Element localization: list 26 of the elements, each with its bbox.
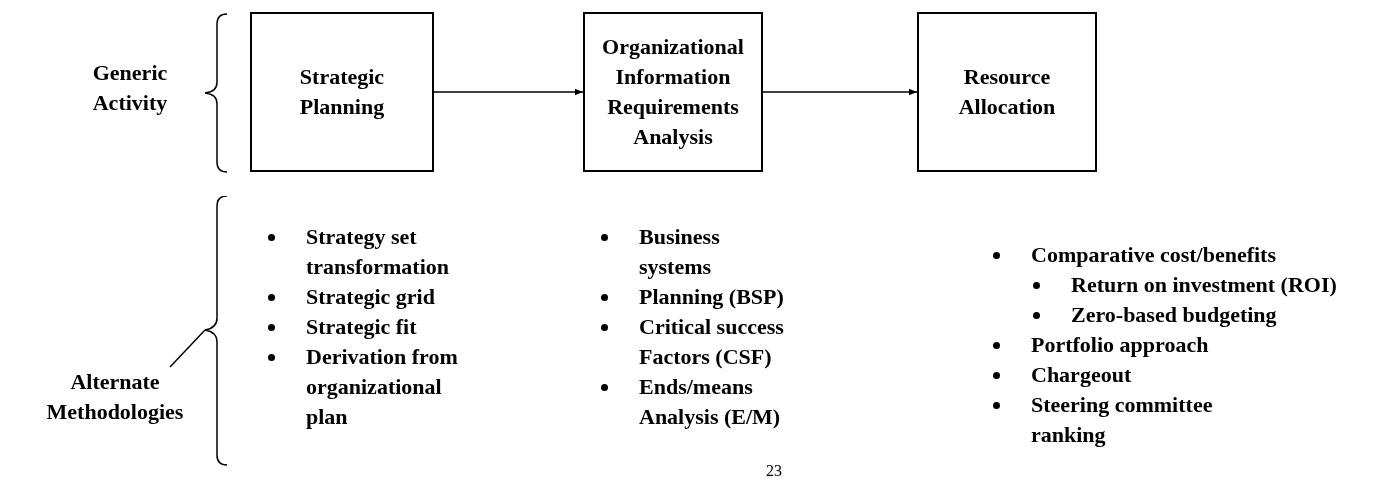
list-item: Strategy set transformation [306, 223, 450, 281]
list-item: Comparative cost/benefits [1031, 241, 1276, 269]
list-item: Business systems [639, 223, 721, 281]
list-item: Ends/means Analysis (E/M) [639, 373, 782, 431]
curly-brace [205, 196, 228, 466]
list-item: Steering committee ranking [1031, 391, 1214, 449]
list-item: Chargeout [1031, 361, 1132, 389]
list-item: Strategic grid [306, 283, 435, 311]
list-item: Return on investment (ROI) [1071, 271, 1337, 299]
arrow [762, 88, 918, 96]
list-item: Portfolio approach [1031, 331, 1209, 359]
side-heading: Generic Activity [91, 59, 169, 117]
box-title: Strategic Planning [298, 63, 386, 121]
list-item: Strategic fit [306, 313, 417, 341]
arrow [433, 88, 584, 96]
page-number: 23 [766, 462, 782, 480]
side-heading: Alternate Methodologies [45, 368, 185, 426]
process-box [583, 12, 763, 172]
process-box [917, 12, 1097, 172]
process-box [250, 12, 434, 172]
list-item: Critical success Factors (CSF) [639, 313, 785, 371]
box-title: Organizational Information Requirements Analysis [602, 33, 744, 151]
list-item: Derivation from organizational plan [306, 343, 459, 431]
list-item: Planning (BSP) [639, 283, 784, 311]
box-title: Resource Allocation [957, 63, 1057, 121]
list-item: Zero-based budgeting [1071, 301, 1277, 329]
